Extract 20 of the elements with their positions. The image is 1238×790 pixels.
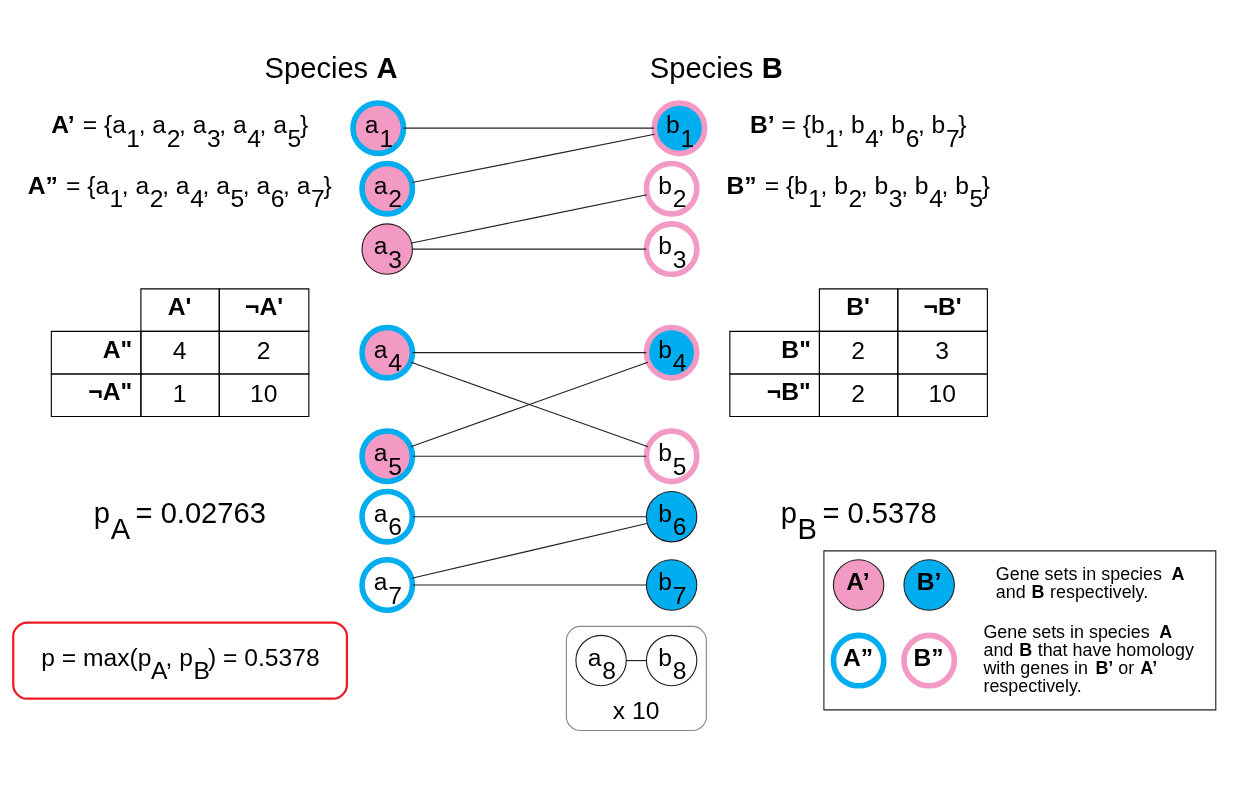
label: ¬A' <box>245 292 284 320</box>
legend-label: Gene sets in species A and B respectively. <box>995 563 1185 602</box>
label: ¬B' <box>923 292 962 320</box>
legend-label: Gene sets in species A and B that have homology with genes in B’ or A’ respectively. <box>983 621 1194 696</box>
label: B' <box>846 292 870 320</box>
label: A' <box>167 292 192 320</box>
label: B" <box>781 335 811 363</box>
label: ¬A" <box>88 377 133 405</box>
label: Species A <box>264 51 398 84</box>
label: 2 <box>256 336 271 364</box>
label: 10 <box>250 378 278 406</box>
label: ¬B" <box>766 377 811 405</box>
label: 3 <box>935 336 950 364</box>
label: 2 <box>851 336 866 364</box>
label: 1 <box>172 378 187 406</box>
label: Species B <box>649 51 783 84</box>
label: 10 <box>928 378 956 406</box>
label: 4 <box>172 336 187 364</box>
label: 2 <box>851 378 866 406</box>
label: A" <box>102 335 133 363</box>
